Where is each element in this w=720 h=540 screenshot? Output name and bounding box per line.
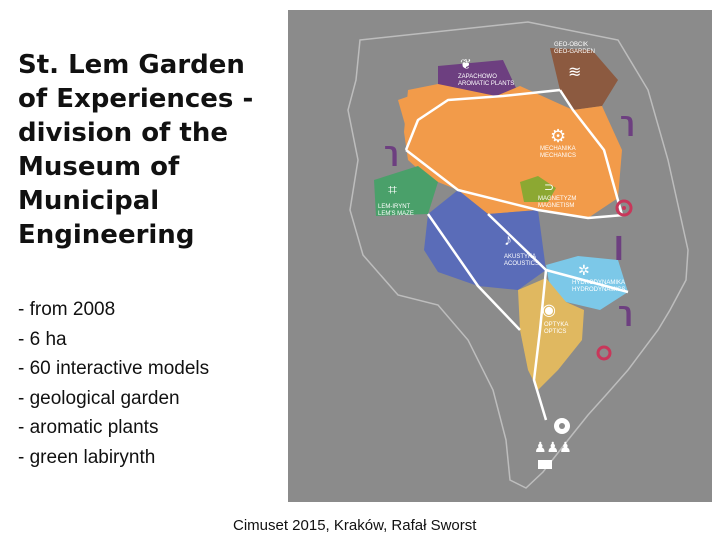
zone-label-optics: OPTYKA OPTICS (544, 322, 568, 336)
zone-geo-garden (550, 48, 618, 110)
location-pin-icon-center (559, 423, 565, 429)
zone-sublabel: GEO-GARDEN (554, 49, 596, 55)
zone-sublabel: OPTICS (544, 329, 567, 335)
target-icon (596, 345, 612, 361)
geology-icon: ≋ (568, 64, 582, 81)
zone-sublabel: MAGNETISM (538, 203, 575, 209)
zone-label-geo-garden: GEO-OBCIK GEO-GARDEN (554, 42, 595, 56)
music-note-icon: ♪ (504, 232, 512, 249)
water-drop-icon: ✲ (578, 262, 590, 278)
zone-sublabel: AROMATIC PLANTS (458, 81, 515, 87)
bracket-mark: ꟾ (614, 235, 624, 267)
zone-label: ZAPACHOWO (458, 74, 497, 80)
zone-hydrodynamics (546, 256, 628, 310)
visitors-icon: ♟♟♟ (534, 440, 572, 456)
zone-label: AKUSTYKA (504, 254, 537, 260)
fact-item: - green labirynth (18, 446, 156, 468)
zone-acoustics (424, 190, 546, 290)
facts-list: - from 2008 - 6 ha - 60 interactive mode… (18, 295, 278, 472)
zone-label: LEM-IRYNT (378, 204, 411, 210)
maze-icon: ⌗ (388, 182, 398, 199)
zone-mechanics (404, 84, 622, 218)
zone-label: MECHANIKA (540, 146, 576, 152)
zone-sublabel: HYDRODYNAMICS (572, 287, 626, 293)
bracket-mark: ך (384, 137, 399, 167)
fact-item: - aromatic plants (18, 417, 159, 438)
fact-item: - from 2008 (18, 299, 116, 320)
zone-sublabel: LEM'S MAZE (378, 211, 414, 217)
zone-optics (518, 278, 584, 390)
slide-title: St. Lem Garden of Experiences - division… (18, 50, 254, 250)
zone-label-magnetism: MAGNETYZM MAGNETISM (538, 196, 576, 210)
fact-item: - 60 interactive models (18, 358, 210, 379)
image-caption: Cimuset 2015, Kraków, Rafał Sworst (233, 517, 477, 534)
zone-label-acoustics: AKUSTYKA ACOUSTICS (504, 254, 539, 268)
zone-maze (374, 166, 438, 216)
garden-map-svg: ך ך ꟾ ך ♟♟♟ (347, 21, 689, 489)
zone-label: OPTYKA (544, 322, 569, 328)
fact-item: - 6 ha (18, 328, 67, 350)
zone-label: MAGNETYZM (538, 196, 577, 202)
gear-icon: ⚙ (550, 126, 567, 146)
zone-label-aromatic-plants: ZAPACHOWO AROMATIC PLANTS (458, 74, 514, 88)
zone-label-maze: LEM-IRYNT LEM'S MAZE (378, 204, 414, 218)
park-outline (347, 21, 689, 489)
zone-magnetism (520, 176, 556, 202)
eye-icon: ◉ (542, 302, 556, 319)
target-icon (622, 206, 626, 210)
zone-sublabel: ACOUSTICS (504, 261, 540, 267)
bracket-mark: ך (620, 107, 635, 137)
ticket-icon (538, 460, 552, 469)
zone-label-mechanics: MECHANIKA MECHANICS (540, 146, 576, 160)
aroma-leaf-icon: ❦ (460, 56, 472, 72)
target-icon (615, 199, 633, 217)
zone-label: GEO-OBCIK (554, 42, 589, 48)
zone-label: HYDRODYNAMIKA (572, 280, 626, 286)
garden-paths (404, 88, 629, 421)
fact-item: - geological garden (18, 387, 180, 409)
zone-label-hydrodynamics: HYDRODYNAMIKA HYDRODYNAMICS (572, 280, 625, 294)
zone-mechanics-arm (398, 86, 438, 140)
bracket-mark: ך (618, 297, 633, 327)
magnet-icon: ⊃ (544, 180, 555, 194)
zone-sublabel: MECHANICS (540, 153, 577, 159)
garden-map: ך ך ꟾ ך ♟♟♟ GEO-OBCIK GEO-GARDEN ZAPACHO… (288, 10, 712, 502)
